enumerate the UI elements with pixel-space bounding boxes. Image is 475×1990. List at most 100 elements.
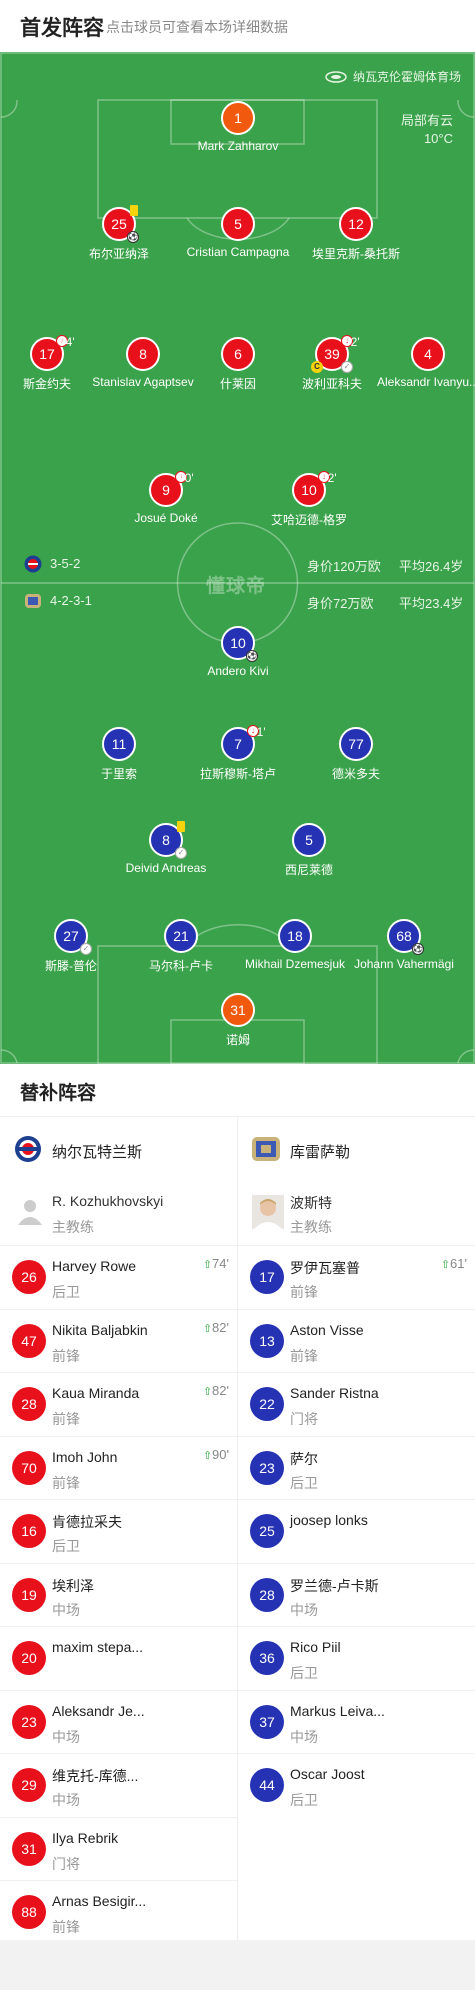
player-number: 8✓ [149,821,187,859]
sub-name: maxim stepa... [52,1639,144,1655]
away-player-5[interactable]: 8✓ Deivid Andreas [96,821,236,875]
sub-position: 中场 [290,1728,318,1745]
home-player-10[interactable]: 9↓ Josué Doké 90' [96,471,236,525]
player-name: Mark Zahharov [197,139,279,153]
away-player-4[interactable]: 77 德米多夫 [286,727,426,782]
sub-number: 26 [12,1260,46,1294]
home-team-logo-icon [24,555,42,573]
sub-on-arrow-icon: ⇧ [440,1259,451,1271]
player-name: Stanislav Agaptsev [92,375,194,389]
home-player-7[interactable]: 6 什莱因 [168,337,308,392]
player-number: 25⚽ [102,205,139,243]
away-player-11[interactable]: 31 诺姆 [168,993,308,1048]
sub-off-icon: ↓ [341,335,353,347]
away-formation: 4-2-3-1 [50,593,92,608]
sub-number: 23 [12,1704,46,1739]
assist-icon: ✓ [175,847,187,859]
away-team-header[interactable]: 库雷萨勒 [238,1117,475,1181]
player-number: 9↓ [149,471,187,507]
sub-position: 中场 [52,1601,80,1618]
home-avg-age: 平均26.4岁 [399,559,464,574]
weather-temp: 10°C [423,131,453,146]
home-coach[interactable]: R. Kozhukhovskyi 主教练 [0,1181,237,1245]
away-player-1[interactable]: 10⚽ Andero Kivi [168,626,308,678]
away-coach[interactable]: 波斯特 主教练 [238,1181,475,1245]
home-player-8[interactable]: 39↓✓C 波利亚科夫 82' [262,335,402,392]
player-name: 艾哈迈德-格罗 [271,513,347,527]
home-player-2[interactable]: 25⚽ 布尔亚纳泽 [49,205,189,262]
sub-on-arrow-icon: ⇧ [202,1449,213,1462]
goal-ball-icon: ⚽ [412,943,424,955]
away-player-7[interactable]: 27✓ 斯滕-普伦 [1,919,141,974]
sub-off-icon: ↓ [318,471,330,483]
player-name: 埃里克斯-桑托斯 [312,247,400,261]
home-team-info: 3-5-2 身价120万欧 平均26.4岁 [0,553,475,575]
sub-position: 前锋 [52,1919,80,1935]
player-name: 斯金约夫 [22,377,71,391]
sub-on-time: ⇧82' [202,1319,229,1335]
away-player-6[interactable]: 5 西尼莱德 [239,823,379,878]
sub-off-icon: ↓ [175,471,187,483]
sub-number: 13 [250,1323,284,1358]
away-player-8[interactable]: 21 马尔科-卢卡 [111,919,251,974]
sub-name: Ilya Rebrik [52,1829,119,1846]
home-player-6[interactable]: 8 Stanislav Agaptsev [73,337,213,389]
venue-name: 纳瓦克伦霍姆体育场 [352,70,461,84]
away-team-info: 4-2-3-1 身价72万欧 平均23.4岁 [0,590,475,612]
away-player-3[interactable]: 7↓ 拉斯穆斯-塔卢 61' [168,725,308,782]
home-player-4[interactable]: 12 埃里克斯-桑托斯 [286,207,426,262]
away-player-10[interactable]: 68⚽ Johann Vahermägi [334,919,474,971]
player-number: 17↓ [30,335,68,371]
home-player-9[interactable]: 4 Aleksandr Ivanyu... [358,337,475,389]
home-player-1[interactable]: 1 Mark Zahharov [168,101,308,153]
away-player-9[interactable]: 18 Mikhail Dzemesjuk [225,919,365,971]
home-player-11[interactable]: 10↓ 艾哈迈德-格罗 82' [239,471,379,528]
sub-number: 25 [250,1514,284,1548]
sub-number: 19 [12,1577,46,1612]
sub-on-time: ⇧82' [202,1383,229,1398]
sub-on-time: ⇧61' [440,1256,467,1271]
coach-avatar-icon [252,1195,284,1229]
sub-position: 前锋 [52,1411,80,1427]
player-name: 波利亚科夫 [301,377,362,391]
sub-number: 37 [250,1704,284,1739]
player-number: 10↓ [292,471,330,507]
home-player-5[interactable]: 17↓ 斯金约夫 74' [0,335,117,392]
lineup-header: 首发阵容 点击球员可查看本场详细数据 [0,0,475,52]
player-name: Mikhail Dzemesjuk [244,957,346,971]
sub-position: 后卫 [52,1284,80,1300]
home-player-3[interactable]: 5 Cristian Campagna [168,207,308,259]
sub-position: 后卫 [290,1474,318,1491]
sub-name: Imoh John [52,1448,118,1465]
away-value: 身价72万欧 [307,596,374,611]
away-player-2[interactable]: 11 于里索 [49,727,189,782]
player-number: 68⚽ [387,919,424,955]
player-number: 10⚽ [221,626,258,662]
sub-position: 前锋 [290,1284,318,1300]
sub-minute: 82' [321,471,337,485]
column-divider [237,1116,238,1940]
sub-number: 16 [12,1514,46,1548]
home-team-header[interactable]: 纳尔瓦特兰斯 [0,1117,237,1181]
